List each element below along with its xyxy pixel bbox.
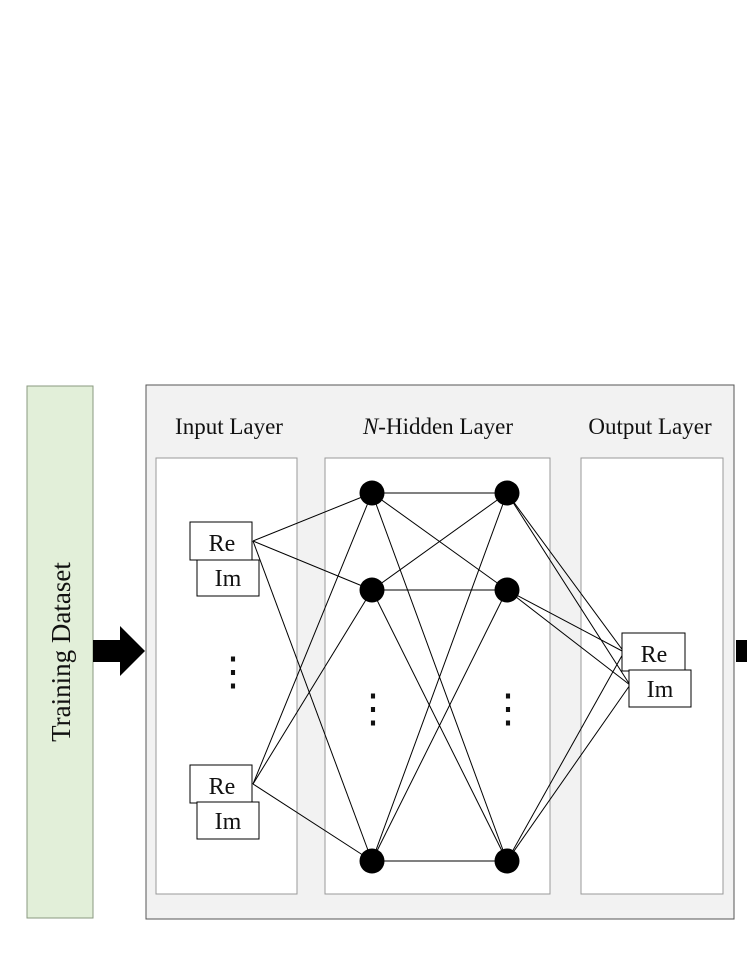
connection-line bbox=[371, 492, 508, 862]
hidden-neuron bbox=[359, 577, 385, 603]
connection-line bbox=[506, 492, 631, 686]
input-layer-title: Input Layer bbox=[175, 414, 283, 439]
connection-line bbox=[252, 540, 373, 862]
hidden-neuron bbox=[494, 577, 520, 603]
connection-line bbox=[252, 492, 373, 542]
output-layer-title: Output Layer bbox=[588, 414, 712, 439]
connection-line bbox=[252, 783, 373, 862]
hidden-right-ellipsis: ⋮ bbox=[488, 686, 528, 731]
connection-line bbox=[506, 589, 625, 653]
input-arrow-icon bbox=[93, 626, 145, 676]
hidden-neuron bbox=[494, 480, 520, 506]
input-upper-re-box bbox=[189, 521, 253, 561]
training-dataset-block: Training Dataset bbox=[26, 385, 94, 919]
input-upper-node: Re Im bbox=[189, 521, 260, 597]
connections bbox=[252, 492, 631, 862]
input-lower-node: Re Im bbox=[189, 764, 260, 840]
hidden-layer-title-prefix: N bbox=[362, 414, 380, 439]
hidden-layer-title-suffix: -Hidden Layer bbox=[378, 414, 513, 439]
input-ellipsis: ⋮ bbox=[213, 649, 253, 694]
hidden-neuron bbox=[359, 480, 385, 506]
hidden-neuron bbox=[359, 848, 385, 874]
output-node: Re Im bbox=[621, 632, 692, 708]
training-dataset-label: Training Dataset bbox=[46, 562, 76, 742]
input-lower-re-box bbox=[189, 764, 253, 804]
input-lower-re-label: Re bbox=[209, 774, 236, 800]
training-dataset-box bbox=[26, 385, 94, 919]
output-im-box bbox=[628, 669, 692, 708]
output-im-label: Im bbox=[647, 677, 674, 703]
input-upper-im-box bbox=[196, 559, 260, 597]
hidden-left-ellipsis: ⋮ bbox=[353, 686, 393, 731]
connection-line bbox=[371, 589, 508, 862]
output-arrow-icon bbox=[736, 640, 747, 662]
connection-line bbox=[506, 589, 631, 686]
connection-line bbox=[506, 684, 631, 862]
input-lower-im-box bbox=[196, 801, 260, 840]
hidden-neuron bbox=[494, 848, 520, 874]
connection-line bbox=[506, 492, 625, 653]
output-re-box bbox=[621, 632, 686, 672]
output-re-label: Re bbox=[641, 642, 668, 668]
hidden-layer-title: N-Hidden Layer bbox=[362, 414, 513, 439]
hidden-layer-panel bbox=[324, 457, 551, 895]
connection-line bbox=[506, 651, 625, 862]
input-lower-im-label: Im bbox=[215, 809, 242, 835]
connection-line bbox=[252, 492, 373, 785]
input-upper-re-label: Re bbox=[209, 531, 236, 557]
connection-line bbox=[371, 492, 508, 591]
hidden-neurons bbox=[359, 480, 520, 874]
input-upper-im-label: Im bbox=[215, 566, 242, 592]
connection-line bbox=[252, 540, 373, 591]
connection-line bbox=[252, 589, 373, 785]
